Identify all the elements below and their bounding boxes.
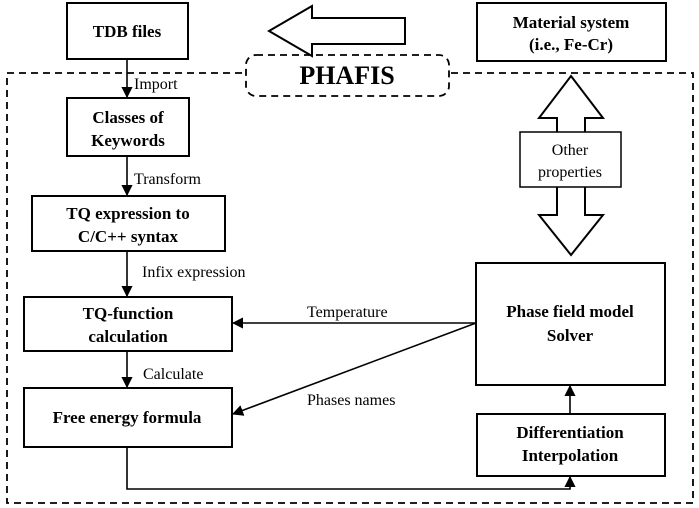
differentiation-line1: Differentiation [516,423,624,442]
phases-label: Phases names [307,392,395,409]
other-properties-line1: Other [552,142,589,159]
tq-function-line1: TQ-function [83,304,174,323]
tq-expression-box [31,195,226,252]
material-system-label: Material system [513,13,630,32]
solver-box [475,262,666,386]
classes-keywords-line1: Classes of [92,108,164,127]
material-system-box [476,2,667,62]
tq-function-line2: calculation [88,327,168,346]
tq-expression-line2: C/C++ syntax [78,227,179,246]
calculate-label: Calculate [143,366,203,383]
phases-arrow [231,322,477,416]
material-system-example: (i.e., Fe-Cr) [529,35,613,54]
solver-line2: Solver [547,326,594,345]
transform-label: Transform [134,171,202,188]
material-to-tdb-arrow [267,4,406,58]
differentiation-box [476,413,666,477]
differentiation-line2: Interpolation [522,446,619,465]
temperature-label: Temperature [307,304,388,321]
import-label: Import [134,76,178,93]
classes-keywords-line2: Keywords [91,131,165,150]
free-energy-to-differentiation-arrow [126,447,576,490]
phafis-title: PHAFIS [299,61,394,90]
other-properties-line2: properties [538,164,602,181]
free-energy-box [23,387,233,448]
tq-expression-line1: TQ expression to [66,204,189,223]
other-properties-box [519,131,622,188]
phafis-title-box [245,54,450,97]
infix-label: Infix expression [142,264,246,281]
free-energy-label: Free energy formula [53,408,202,427]
tdb-files-box [66,2,189,60]
solver-line1: Phase field model [506,302,634,321]
tdb-files-label: TDB files [93,22,162,41]
